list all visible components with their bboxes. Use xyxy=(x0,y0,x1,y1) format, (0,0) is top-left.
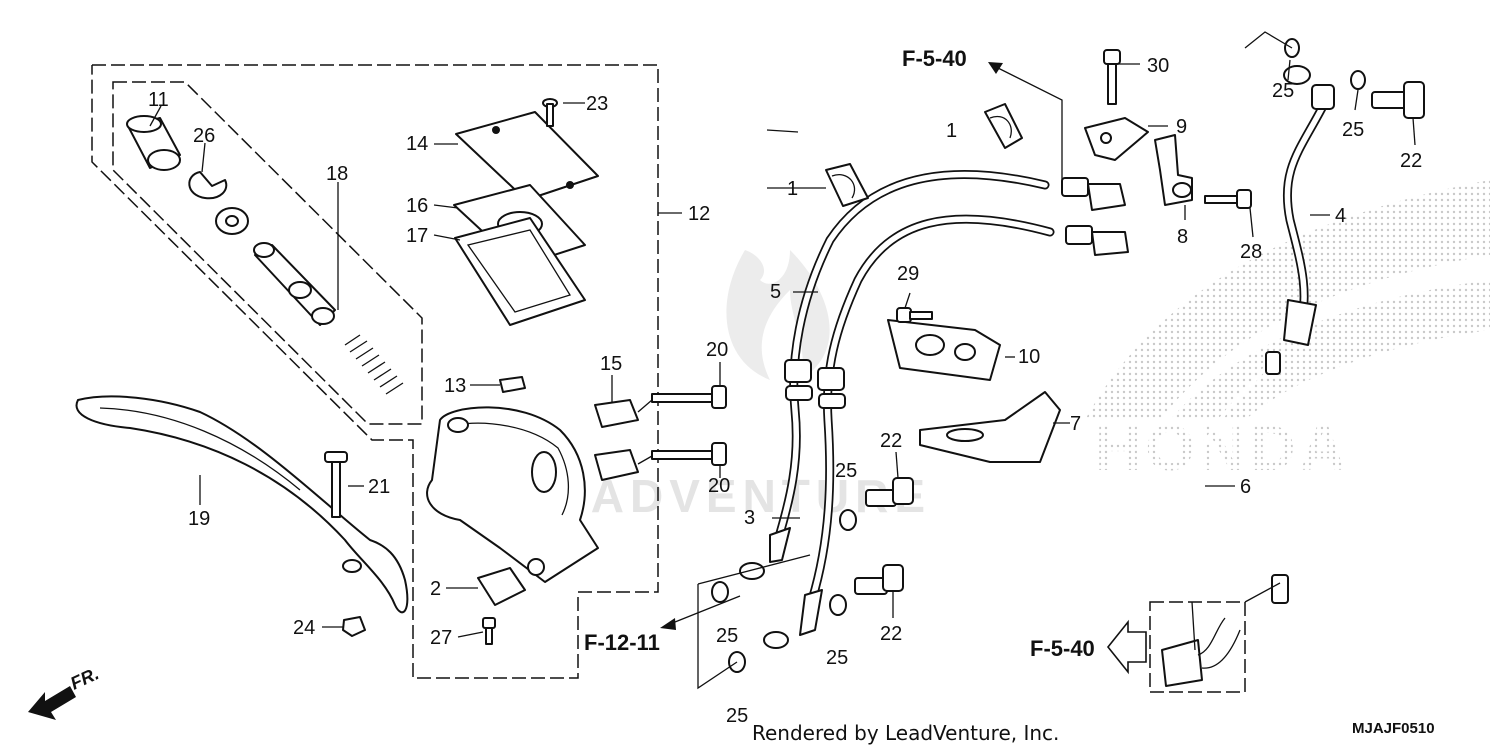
callout-18: 18 xyxy=(326,163,348,185)
reservoir-cap xyxy=(455,111,599,201)
washer-leader xyxy=(697,584,738,690)
callout-5: 5 xyxy=(770,281,781,303)
assembly-box-12 xyxy=(91,64,682,679)
leadventure-text-watermark: LEADVENTURE xyxy=(520,470,931,522)
callout-25-middle: 25 xyxy=(835,460,857,482)
ref-arrow-icon xyxy=(1106,619,1147,675)
callout-25-bottom: 25 xyxy=(726,705,748,727)
render-credit: Rendered by LeadVenture, Inc. xyxy=(752,721,1059,745)
callout-25-lower-left: 25 xyxy=(716,625,738,647)
oil-bolt-lower xyxy=(854,564,904,595)
callout-20-lower: 20 xyxy=(708,475,730,497)
callout-23: 23 xyxy=(586,93,608,115)
detail-joint xyxy=(1161,617,1241,687)
oil-bolt-upper xyxy=(1371,81,1425,119)
brake-hose-4 xyxy=(1282,65,1335,346)
stay-bolt xyxy=(1204,189,1252,209)
callout-19: 19 xyxy=(188,508,210,530)
honda-text-watermark: HONDA xyxy=(1095,412,1350,484)
circlip xyxy=(188,171,228,200)
callout-6: 6 xyxy=(1240,476,1251,498)
callout-22-middle: 22 xyxy=(880,430,902,452)
callout-12: 12 xyxy=(688,203,710,225)
spring xyxy=(344,334,404,395)
brake-switch xyxy=(477,567,526,606)
front-marker-label: FR. xyxy=(67,663,102,693)
sealing-washer-b xyxy=(829,594,847,616)
callout-21: 21 xyxy=(368,476,390,498)
hose-clip-lower xyxy=(825,163,869,207)
brake-pipe-6 xyxy=(1194,351,1289,604)
callout-30: 30 xyxy=(1147,55,1169,77)
bracket-bolt-29 xyxy=(896,307,933,323)
hose-bracket-7 xyxy=(919,391,1061,463)
callouts: 11 26 18 14 16 17 23 12 13 15 20 20 21 1… xyxy=(148,55,1422,727)
cap-clip xyxy=(499,376,526,393)
callout-14: 14 xyxy=(406,133,428,155)
callout-22-lower: 22 xyxy=(880,623,902,645)
hose-stay xyxy=(1154,134,1193,206)
callout-15: 15 xyxy=(600,353,622,375)
callout-16: 16 xyxy=(406,195,428,217)
washer xyxy=(215,207,249,235)
oil-bolt-middle xyxy=(865,477,914,507)
holder-bolt-lower xyxy=(651,442,727,466)
leadventure-watermark: LEADVENTURE xyxy=(520,250,931,522)
detail-box-f540 xyxy=(1149,601,1246,693)
callout-20-upper: 20 xyxy=(706,339,728,361)
leader-lines xyxy=(149,59,1416,638)
callout-3: 3 xyxy=(744,507,755,529)
sealing-washer-c xyxy=(711,581,729,603)
hose-bracket-10 xyxy=(887,319,1001,381)
callout-22-top: 22 xyxy=(1400,150,1422,172)
master-cylinder xyxy=(426,406,599,583)
diaphragm xyxy=(454,217,586,326)
callout-25-lower-right: 25 xyxy=(826,647,848,669)
callout-29: 29 xyxy=(897,263,919,285)
front-direction-icon: FR. xyxy=(28,663,102,720)
hose-clip-upper xyxy=(984,103,1023,149)
cap-screw xyxy=(542,98,558,127)
washer-leader-top xyxy=(1244,31,1293,49)
callout-4: 4 xyxy=(1335,205,1346,227)
callout-2: 2 xyxy=(430,578,441,600)
callout-10: 10 xyxy=(1018,346,1040,368)
callout-1-lower: 1 xyxy=(787,178,798,200)
pivot-bolt xyxy=(324,451,348,518)
callout-7: 7 xyxy=(1070,413,1081,435)
ref-f-5-40-right[interactable]: F-5-40 xyxy=(1030,636,1095,661)
ref-f-12-11[interactable]: F-12-11 xyxy=(584,630,660,655)
lever-nut xyxy=(342,616,366,637)
brake-lever xyxy=(75,395,409,614)
callout-26: 26 xyxy=(193,125,215,147)
callout-17: 17 xyxy=(406,225,428,247)
ref-f-5-40-top[interactable]: F-5-40 xyxy=(902,46,967,71)
diagram-code: MJAJF0510 xyxy=(1352,720,1435,737)
boot xyxy=(126,115,181,171)
hose-bracket-upper xyxy=(1084,117,1149,161)
brake-hose-5 xyxy=(739,170,1129,649)
sealing-washer-a xyxy=(839,509,857,531)
sealing-washer-f xyxy=(1350,70,1366,90)
piston xyxy=(253,242,336,326)
callout-11: 11 xyxy=(148,89,169,111)
callout-13: 13 xyxy=(444,375,466,397)
callout-9: 9 xyxy=(1176,116,1187,138)
callout-24: 24 xyxy=(293,617,315,639)
callout-8: 8 xyxy=(1177,226,1188,248)
master-cylinder-holder xyxy=(594,399,639,481)
bracket-bolt-30 xyxy=(1103,49,1121,105)
holder-bolt-upper xyxy=(651,385,727,409)
callout-1-upper: 1 xyxy=(946,120,957,142)
callout-28: 28 xyxy=(1240,241,1262,263)
callout-25-top-left: 25 xyxy=(1272,80,1294,102)
callout-27: 27 xyxy=(430,627,452,649)
switch-screw xyxy=(482,617,496,645)
callout-25-top-right: 25 xyxy=(1342,119,1364,141)
